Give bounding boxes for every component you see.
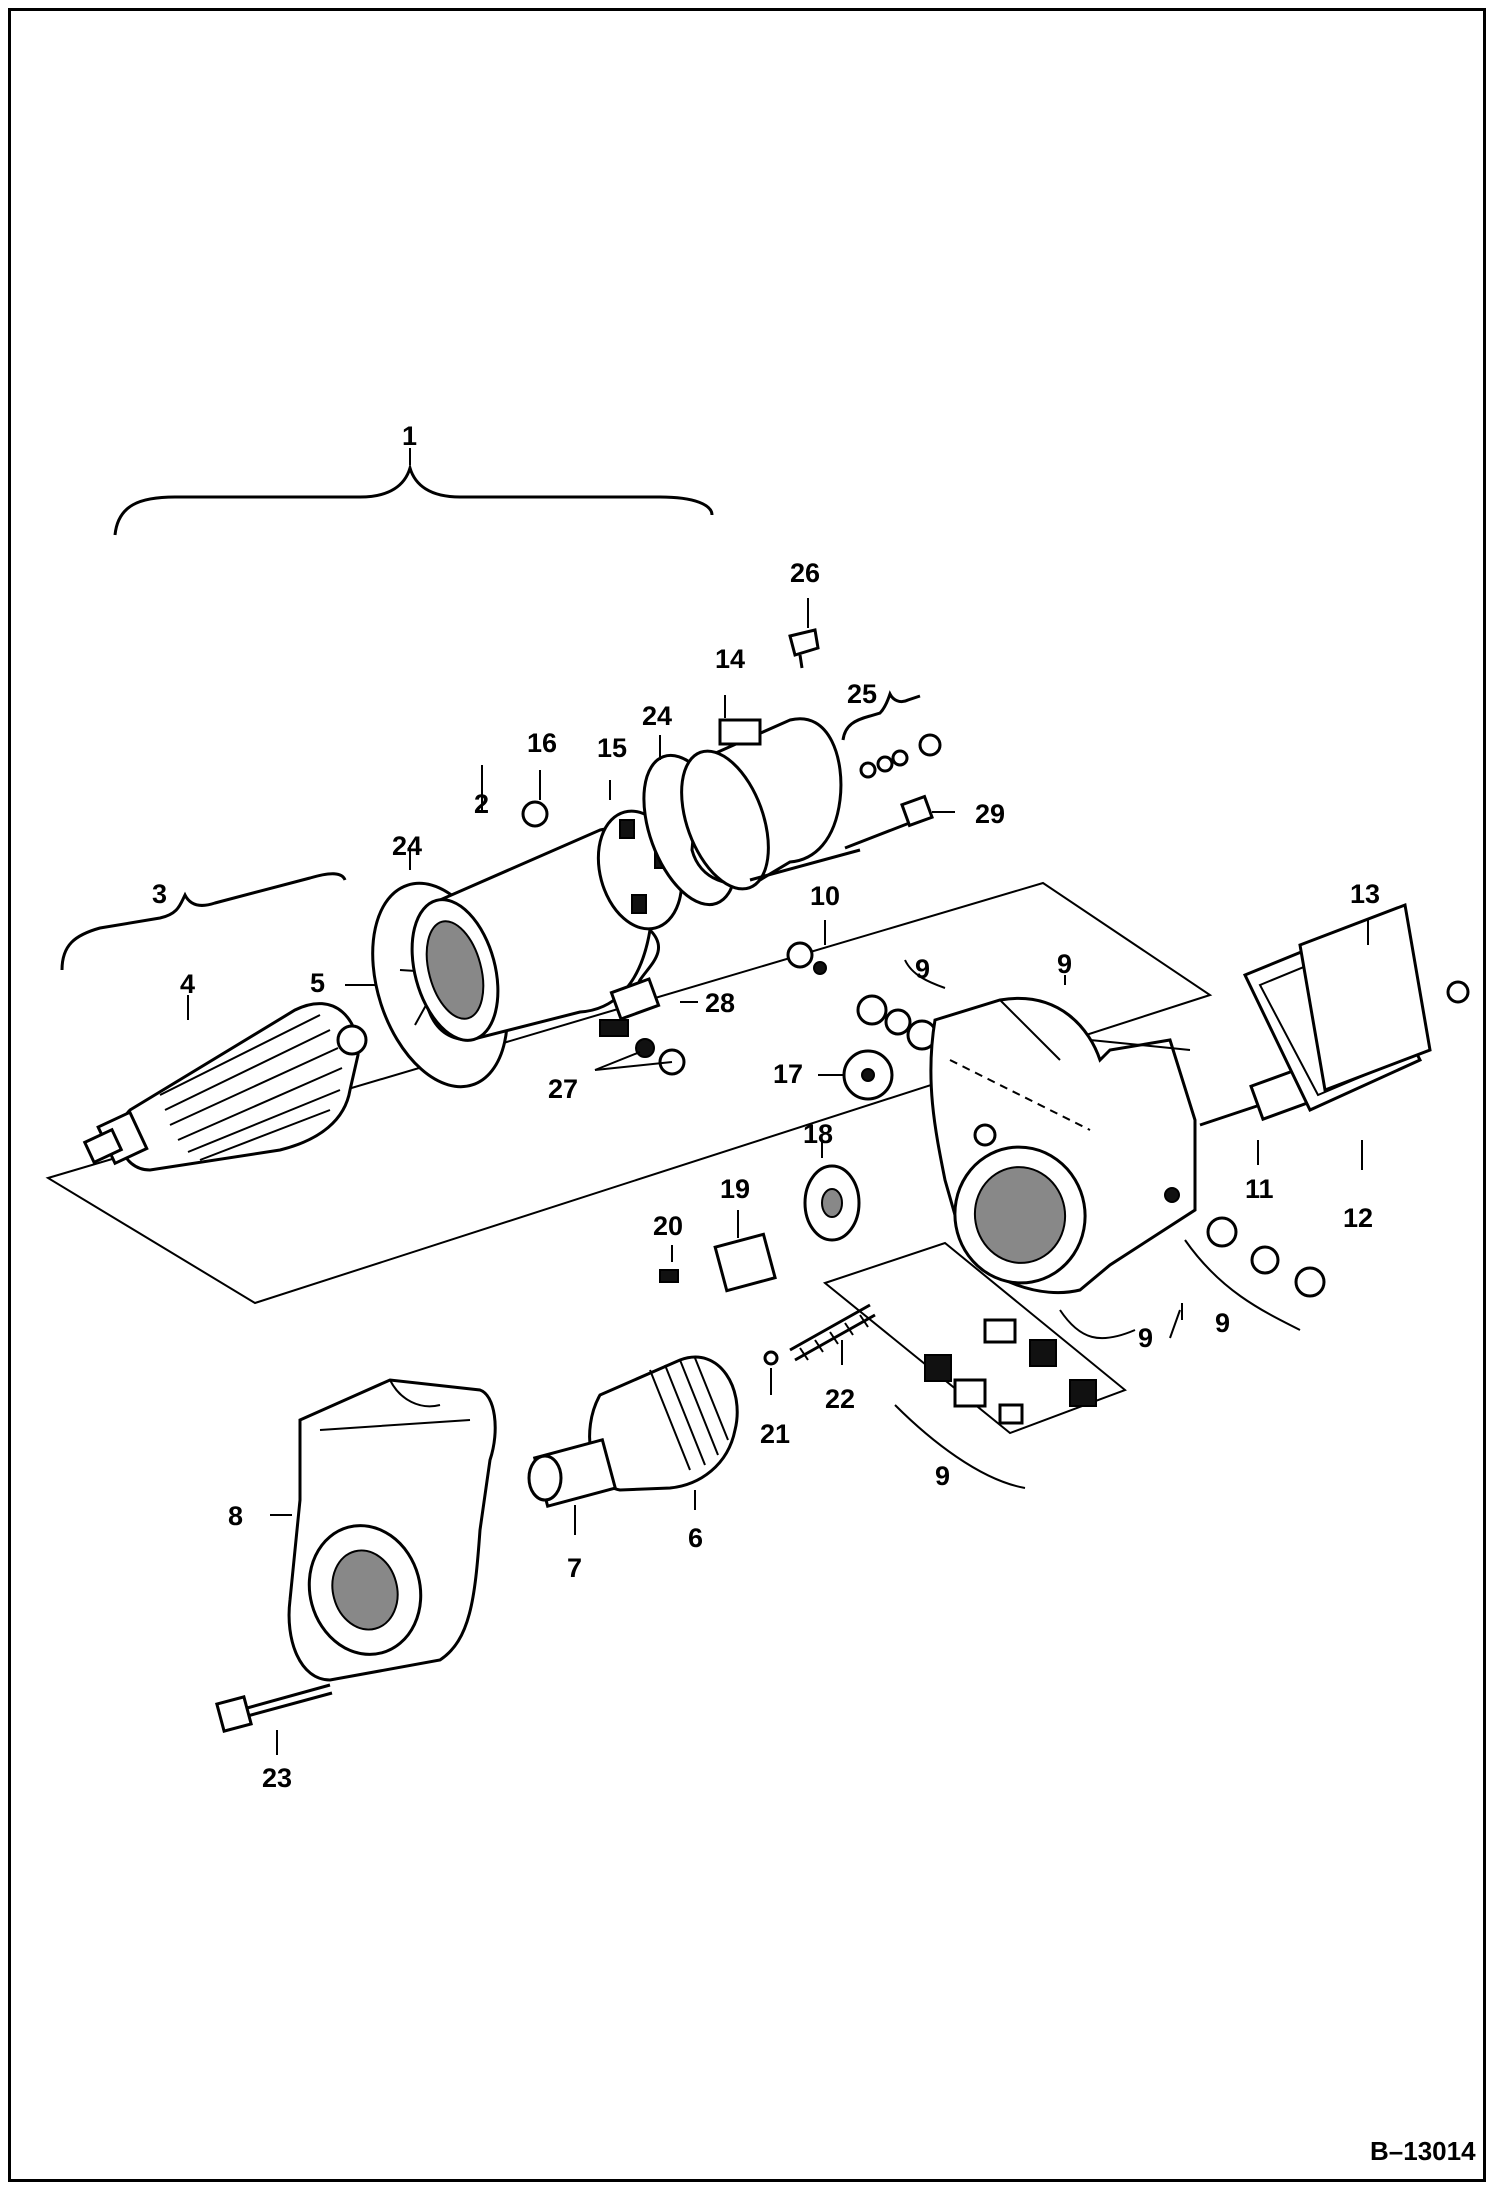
callout-4: 4 xyxy=(180,969,195,999)
callout-9a: 9 xyxy=(915,954,930,984)
callout-6: 6 xyxy=(688,1523,703,1553)
bracket-group-1 xyxy=(113,462,714,536)
screws xyxy=(859,733,942,779)
callout-5: 5 xyxy=(310,968,325,998)
pin-20 xyxy=(659,1269,679,1283)
terminal-nuts xyxy=(1164,1187,1326,1298)
callout-21: 21 xyxy=(760,1419,790,1449)
nut-27a xyxy=(635,1038,655,1058)
screw-26 xyxy=(788,628,820,669)
lead-terminal xyxy=(599,928,661,1037)
callout-9b: 9 xyxy=(1057,949,1072,979)
callout-8: 8 xyxy=(228,1501,243,1531)
callout-11: 11 xyxy=(1245,1174,1274,1204)
callout-19: 19 xyxy=(720,1174,750,1204)
gasket-bolt xyxy=(1446,980,1470,1004)
rear-cover xyxy=(680,717,861,891)
ball-21 xyxy=(763,1350,779,1366)
callout-13: 13 xyxy=(1350,879,1380,909)
callout-17: 17 xyxy=(773,1059,803,1089)
through-bolt xyxy=(844,794,934,850)
gear-18 xyxy=(803,1164,861,1242)
callout-9e: 9 xyxy=(935,1461,950,1491)
callout-9d: 9 xyxy=(1215,1308,1230,1338)
callout-12: 12 xyxy=(1343,1203,1373,1233)
bracket-group-3 xyxy=(60,872,347,971)
callout-25: 25 xyxy=(847,679,877,709)
callout-23: 23 xyxy=(262,1763,292,1793)
yoke xyxy=(410,827,655,1042)
leader-lines xyxy=(187,448,1369,1755)
callout-14: 14 xyxy=(715,644,745,674)
pinion xyxy=(527,1437,618,1509)
callout-27: 27 xyxy=(548,1074,578,1104)
bracket-group-25 xyxy=(841,690,921,741)
solenoid-gasket xyxy=(1298,902,1432,1093)
callout-15: 15 xyxy=(597,733,627,763)
nut-16 xyxy=(521,800,549,828)
spring-22 xyxy=(789,1303,876,1362)
armature xyxy=(82,1002,368,1172)
retainer-19 xyxy=(713,1232,777,1293)
callout-1: 1 xyxy=(402,421,417,451)
housing xyxy=(929,997,1197,1295)
callout-3: 3 xyxy=(152,879,167,909)
bolt-23 xyxy=(215,1683,333,1733)
callout-24a: 24 xyxy=(392,831,422,861)
callout-2: 2 xyxy=(474,789,489,819)
drawing-number: B–13014 xyxy=(1370,2136,1476,2166)
callout-29: 29 xyxy=(975,799,1005,829)
callout-22: 22 xyxy=(825,1384,855,1414)
callout-26: 26 xyxy=(790,558,820,588)
front-housing xyxy=(287,1378,497,1682)
brush-set xyxy=(924,1318,1097,1425)
callout-10: 10 xyxy=(810,881,840,911)
idler-gear-17 xyxy=(842,1049,894,1101)
callout-16: 16 xyxy=(527,728,557,758)
brush-holder-plane xyxy=(822,1241,1127,1435)
callout-9c: 9 xyxy=(1138,1323,1153,1353)
callout-7: 7 xyxy=(567,1553,582,1583)
assembly-plane-upper xyxy=(45,881,1213,1305)
callout-28: 28 xyxy=(705,988,735,1018)
callout-24b: 24 xyxy=(642,701,672,731)
callout-18: 18 xyxy=(803,1119,833,1149)
callout-20: 20 xyxy=(653,1211,683,1241)
